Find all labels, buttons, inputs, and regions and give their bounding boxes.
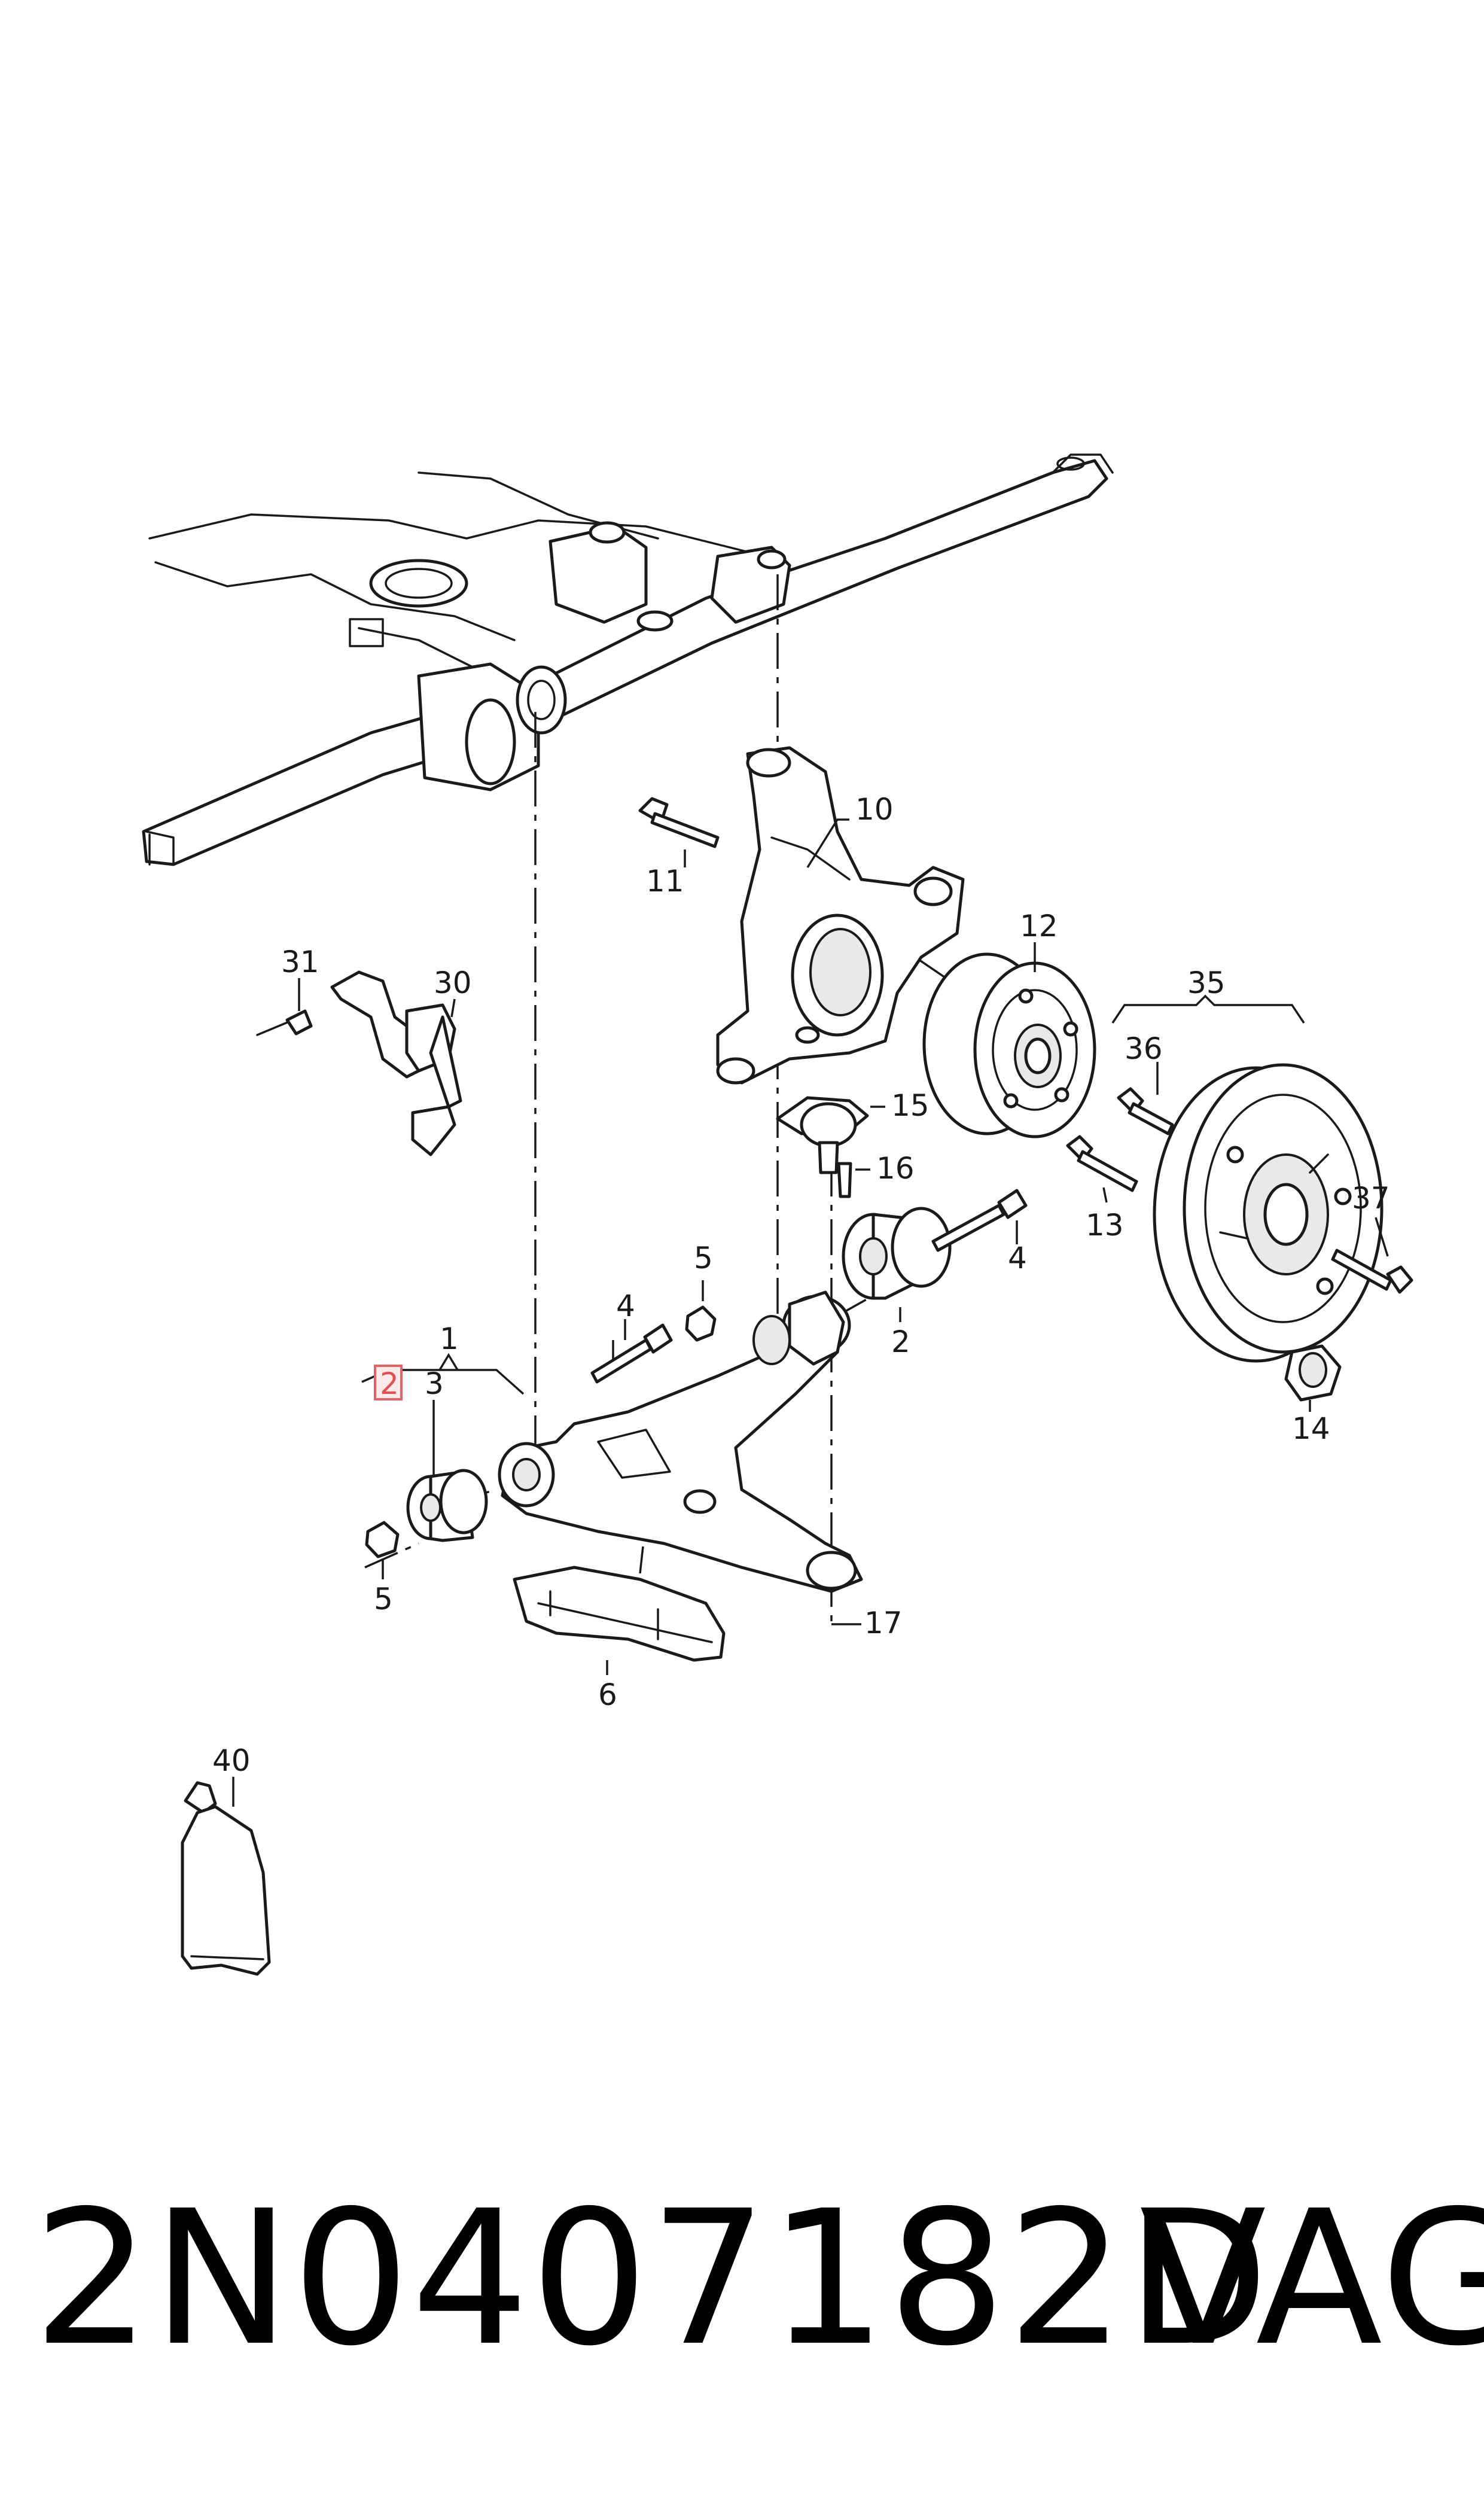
callout-40: 40 xyxy=(212,1743,251,1778)
callout-5-top: 5 xyxy=(694,1241,713,1275)
bolts-4-drawing xyxy=(590,1189,1028,1384)
bushing-2-drawing xyxy=(842,1207,952,1300)
callout-30: 30 xyxy=(434,966,472,1000)
callout-15: 15 xyxy=(891,1088,930,1123)
nuts-5-drawing xyxy=(365,1305,717,1558)
callout-2-right: 2 xyxy=(891,1325,910,1359)
brake-disc-35-drawing xyxy=(1153,1063,1384,1363)
ball-joint-15-drawing xyxy=(776,1096,869,1198)
callout-11: 11 xyxy=(646,864,684,899)
leader-lines xyxy=(232,818,1389,1807)
subframe-drawing xyxy=(142,453,1114,866)
callout-4-right: 4 xyxy=(1008,1241,1027,1275)
callout-16: 16 xyxy=(876,1151,915,1186)
control-arm-1-drawing xyxy=(498,1290,863,1593)
wheel-bearing-carrier-drawing xyxy=(716,746,965,1085)
callout-10: 10 xyxy=(855,792,894,827)
callout-17: 17 xyxy=(864,1606,903,1640)
bushing-3-drawing xyxy=(406,1469,488,1542)
callout-14: 14 xyxy=(1292,1411,1330,1446)
callout-2-highlighted: 2 xyxy=(380,1366,399,1401)
callout-6: 6 xyxy=(598,1677,617,1712)
part-number-label: 2N0407182D xyxy=(33,2171,1270,2387)
callout-5-bottom: 5 xyxy=(374,1582,393,1616)
bolt-11-drawing xyxy=(638,797,720,848)
grease-tube-40-drawing xyxy=(181,1781,271,1976)
callout-4-left: 4 xyxy=(616,1289,635,1323)
callout-1: 1 xyxy=(440,1322,459,1356)
small-fasteners-drawing xyxy=(1066,1087,1413,1402)
shield-6-drawing xyxy=(513,1566,726,1662)
callout-35: 35 xyxy=(1187,966,1226,1000)
callout-37: 37 xyxy=(1352,1181,1390,1216)
callout-31: 31 xyxy=(281,945,319,979)
callout-labels: 10 11 12 35 36 15 16 37 13 4 5 4 2 1 2 3… xyxy=(212,792,1390,1778)
highlight-box xyxy=(374,1365,403,1400)
callout-12: 12 xyxy=(1020,909,1058,943)
callout-13: 13 xyxy=(1086,1208,1124,1243)
level-sensor-30-drawing xyxy=(256,970,462,1156)
brand-label: VAG xyxy=(1139,2171,1484,2387)
callout-36: 36 xyxy=(1125,1031,1163,1066)
wheel-hub-12-drawing xyxy=(922,952,1096,1138)
callout-3: 3 xyxy=(425,1366,444,1401)
